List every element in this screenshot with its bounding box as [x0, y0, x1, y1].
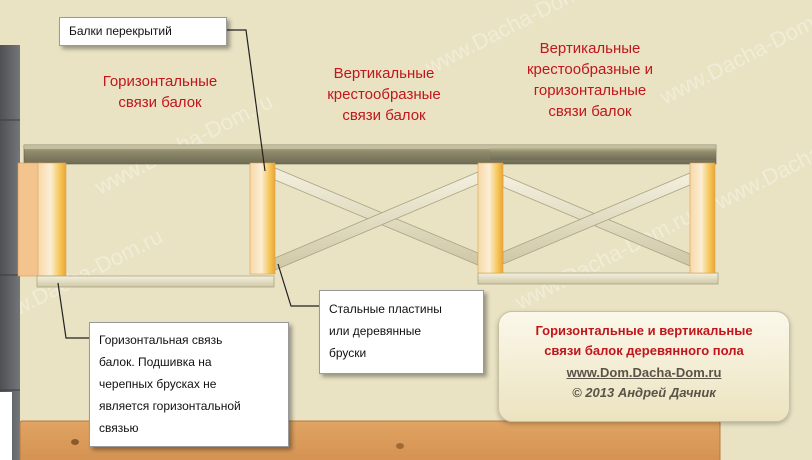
floor-beam: [249, 162, 276, 275]
label-line: связи балок: [118, 94, 202, 111]
leader-floor-beams: [227, 29, 266, 172]
wall-edge: [0, 392, 12, 460]
callout-line: Горизонтальная связь: [99, 333, 223, 347]
floor-beam: [689, 162, 716, 274]
callout-plates: Стальные пластины или деревянные бруски: [319, 290, 484, 374]
label-line: крестообразные и: [526, 61, 654, 78]
callout-line: балок. Подшивка на: [99, 355, 212, 369]
label-line: связи балок: [342, 107, 426, 124]
callout-floor-beams: Балки перекрытий: [59, 17, 227, 46]
floor-beam: [477, 162, 504, 274]
wood-knot: [396, 443, 404, 449]
horizontal-tie-bar: [36, 275, 275, 288]
wall: [0, 45, 20, 460]
label-line: Вертикальные: [539, 40, 641, 57]
label-line: Горизонтальные: [102, 73, 218, 90]
leader-horizontal-tie: [57, 282, 89, 339]
callout-line: черепных брусках не: [99, 377, 217, 391]
leader-plates: [277, 263, 319, 307]
watermark: www.Dacha-Dom.ru: [655, 0, 812, 110]
label-line: Вертикальные: [333, 65, 435, 82]
info-title: Горизонтальные и вертикальные связи бало…: [499, 321, 789, 361]
info-box: Горизонтальные и вертикальные связи бало…: [498, 311, 790, 422]
floor-beam: [37, 162, 67, 277]
horizontal-tie-bar: [477, 272, 719, 285]
floor-deck-highlight: [24, 145, 716, 149]
site-link[interactable]: www.Dom.Dacha-Dom.ru: [566, 365, 722, 380]
copyright-text: © 2013 Андрей Дачник: [572, 385, 716, 400]
callout-horizontal-tie: Горизонтальная связь балок. Подшивка на …: [89, 322, 289, 447]
watermark: www.Dacha-Dom.ru: [710, 103, 812, 215]
callout-line: является горизонтальной: [99, 399, 241, 413]
cross-bracing-middle: [274, 167, 479, 271]
label-horizontal-ties: Горизонтальные связи балок: [70, 71, 250, 113]
callout-line: бруски: [329, 346, 367, 360]
leader-lines: [57, 29, 319, 339]
info-title-line: Горизонтальные и вертикальные: [535, 323, 753, 338]
info-title-line: связи балок деревянного пола: [544, 343, 744, 358]
wood-knot: [71, 439, 79, 445]
callout-text: Балки перекрытий: [69, 24, 172, 38]
callout-line: связью: [99, 421, 139, 435]
label-line: горизонтальные: [533, 82, 647, 99]
callout-line: Стальные пластины: [329, 302, 442, 316]
callout-line: или деревянные: [329, 324, 422, 338]
label-vertical-cross-ties: Вертикальные крестообразные связи балок: [294, 63, 474, 126]
label-line: связи балок: [548, 103, 632, 120]
top-tie-bar: [490, 148, 716, 160]
label-vertical-horizontal-ties: Вертикальные крестообразные и горизонтал…: [505, 38, 675, 122]
label-line: крестообразные: [327, 86, 441, 103]
